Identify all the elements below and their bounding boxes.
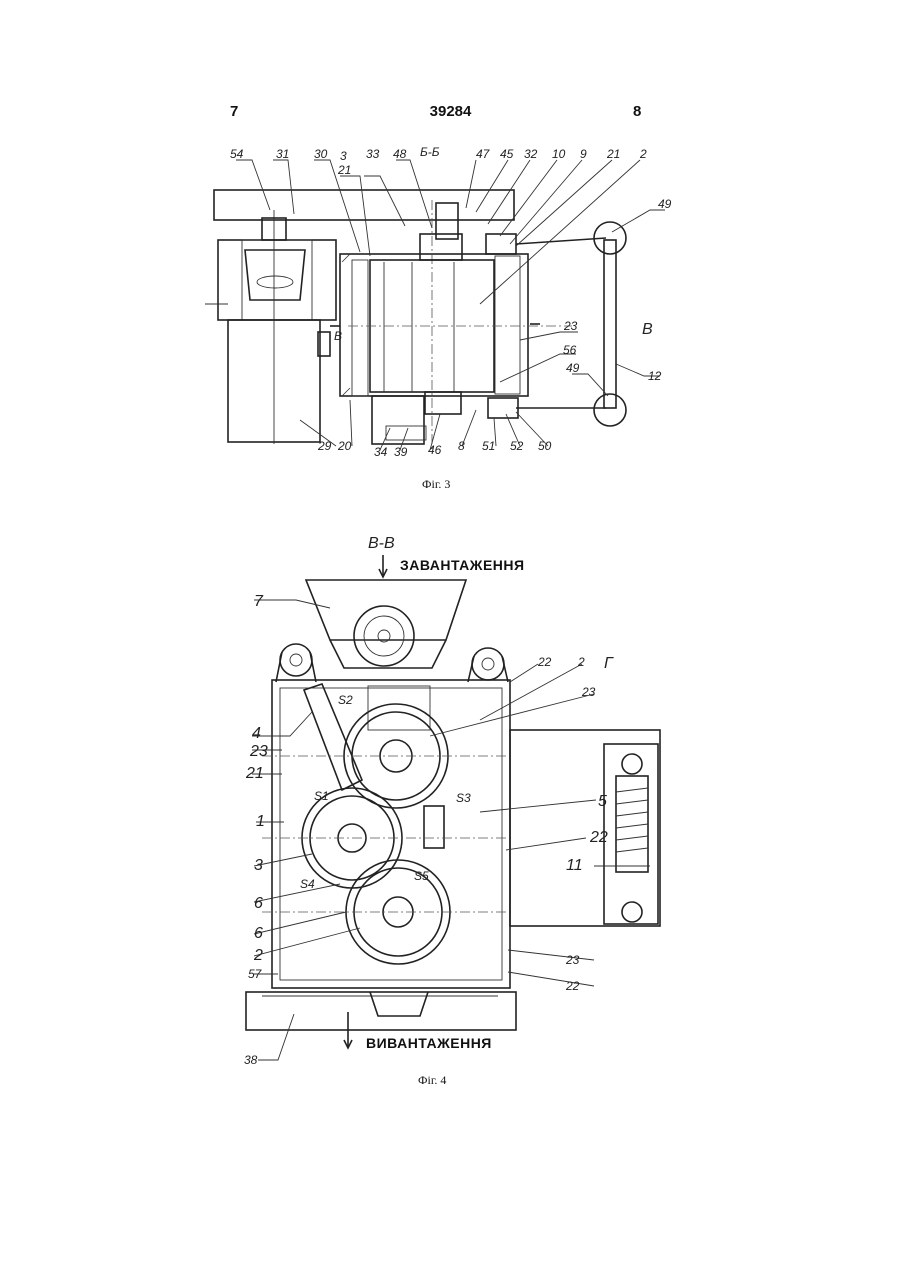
fig3-label-3: 3 [340, 149, 347, 163]
fig3-label-49a: 49 [658, 197, 672, 211]
fig3-label-10: 10 [552, 147, 566, 161]
fig4-label-57: 57 [248, 967, 263, 981]
fig4-section-vv: В-В [368, 535, 395, 552]
fig4-dim-s5: S5 [414, 869, 429, 883]
fig3-label-23: 23 [563, 319, 578, 333]
fig3-label-46: 46 [428, 443, 442, 457]
fig3-label-32: 32 [524, 147, 538, 161]
figure-4-labels: В-В ЗАВАНТАЖЕННЯ 7 22 2 Г 23 S2 4 23 21 … [244, 535, 614, 1087]
fig3-label-47: 47 [476, 147, 491, 161]
fig3-label-51: 51 [482, 439, 495, 453]
fig3-label-31: 31 [276, 147, 289, 161]
fig3-label-29: 29 [317, 439, 332, 453]
figure-3-caption: Фіг. 3 [422, 477, 450, 491]
fig4-label-23a: 23 [581, 685, 596, 699]
fig3-label-21a: 21 [337, 163, 351, 177]
fig4-dim-s1: S1 [314, 789, 329, 803]
fig3-label-21b: 21 [606, 147, 620, 161]
fig3-label-33: 33 [366, 147, 380, 161]
fig4-label-1: 1 [256, 813, 265, 830]
fig3-label-9: 9 [580, 147, 587, 161]
fig4-label-7: 7 [254, 593, 264, 610]
fig3-label-12: 12 [648, 369, 662, 383]
fig4-label-5: 5 [598, 793, 607, 810]
fig4-label-11: 11 [566, 857, 583, 874]
fig4-view-g: Г [604, 655, 614, 672]
fig3-label-45: 45 [500, 147, 514, 161]
load-label: ЗАВАНТАЖЕННЯ [400, 557, 525, 573]
fig4-label-2a: 2 [577, 655, 585, 669]
fig4-label-22a: 22 [537, 655, 552, 669]
fig3-label-49b: 49 [566, 361, 580, 375]
fig3-label-48: 48 [393, 147, 407, 161]
fig3-label-20: 20 [337, 439, 352, 453]
fig4-label-21: 21 [245, 765, 264, 782]
fig4-dim-s2: S2 [338, 693, 353, 707]
fig4-label-22c: 22 [565, 979, 580, 993]
fig4-label-2b: 2 [253, 947, 263, 964]
fig3-label-56: 56 [563, 343, 577, 357]
unload-label: ВИВАНТАЖЕННЯ [366, 1035, 492, 1051]
fig3-label-34: 34 [374, 445, 388, 459]
fig4-label-6a: 6 [254, 895, 263, 912]
fig4-label-23b: 23 [249, 743, 268, 760]
fig3-label-39: 39 [394, 445, 408, 459]
fig4-label-3: 3 [254, 857, 263, 874]
fig3-label-50: 50 [538, 439, 552, 453]
fig4-label-6b: 6 [254, 925, 263, 942]
fig3-label-2: 2 [639, 147, 647, 161]
fig3-label-52: 52 [510, 439, 524, 453]
fig4-label-23c: 23 [565, 953, 580, 967]
fig4-label-4: 4 [252, 725, 261, 742]
fig4-dim-s3: S3 [456, 791, 471, 805]
fig3-mark-left: В [334, 329, 342, 343]
fig3-mark-right: В [642, 321, 653, 338]
figure-4-caption: Фіг. 4 [418, 1073, 446, 1087]
fig3-label-30: 30 [314, 147, 328, 161]
fig4-label-38: 38 [244, 1053, 258, 1067]
fig4-label-22b: 22 [589, 829, 608, 846]
fig4-dim-s4: S4 [300, 877, 315, 891]
fig3-label-8: 8 [458, 439, 465, 453]
fig3-label-54: 54 [230, 147, 244, 161]
figure-3-labels: 54 31 30 3 21 33 48 Б-Б 47 45 32 10 9 21… [230, 145, 672, 491]
fig3-section-bb: Б-Б [420, 145, 440, 159]
